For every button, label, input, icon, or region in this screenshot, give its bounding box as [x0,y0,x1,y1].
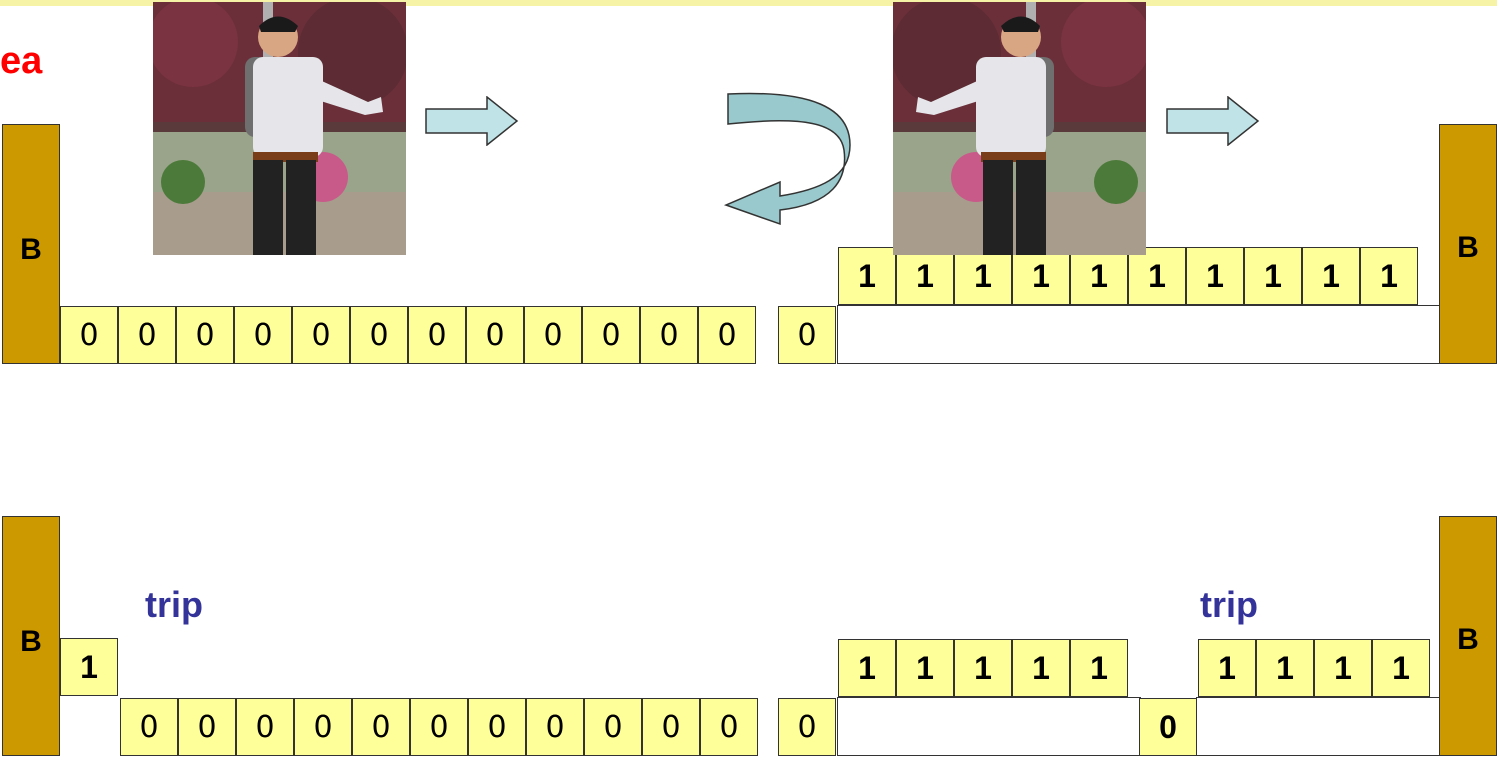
one-cell: 1 [60,638,118,696]
zero-cell: 0 [176,306,234,364]
one-cell: 1 [1012,639,1070,697]
one-cell: 1 [1314,639,1372,697]
zero-cell: 0 [700,698,758,756]
zero-cell: 0 [120,698,178,756]
zero-cell: 0 [584,698,642,756]
trip-label-left: trip [145,584,203,625]
one-cell: 1 [1256,639,1314,697]
zero-cell: 0 [292,306,350,364]
trip-label-right: trip [1200,584,1258,625]
zero-cell: 0 [294,698,352,756]
one-cell: 1 [1186,247,1244,305]
zero-cell: 0 [582,306,640,364]
zero-cell: 0 [778,698,836,756]
left-wall-bottom: B [2,516,60,756]
zero-cell: 0 [640,306,698,364]
zero-cell: 0 [352,698,410,756]
zero-cell: 0 [778,306,836,364]
one-cell: 1 [1070,639,1128,697]
one-cell: 1 [954,639,1012,697]
zero-cell: 0 [236,698,294,756]
one-cell: 1 [1198,639,1256,697]
one-cell: 1 [1070,247,1128,305]
one-cell: 1 [838,247,896,305]
zero-cell-gap: 0 [1139,698,1197,756]
empty-ground-band-bottom-left [837,697,1141,756]
right-arrow-icon [425,96,519,146]
one-cell: 1 [1012,247,1070,305]
one-cell: 1 [1244,247,1302,305]
empty-ground-band-bottom-right [1196,697,1440,756]
zero-cell: 0 [468,698,526,756]
zero-cell: 0 [350,306,408,364]
walking-person-photo-right [153,2,406,255]
one-cell: 1 [1302,247,1360,305]
wall-label: B [20,625,42,658]
u-turn-arrow-icon [723,92,851,226]
top-border-line [0,0,1497,6]
zero-cell: 0 [698,306,756,364]
one-cell: 1 [1372,639,1430,697]
walking-person-photo-left [893,2,1146,255]
wall-label: B [1457,623,1479,656]
empty-ground-band-top [837,305,1440,364]
one-cell: 1 [896,247,954,305]
left-wall-top: B [2,124,60,364]
zero-cell: 0 [642,698,700,756]
right-wall-bottom: B [1439,516,1497,756]
one-cell: 1 [1128,247,1186,305]
one-cell: 1 [838,639,896,697]
zero-cell: 0 [234,306,292,364]
slide-heading-fragment: ea [0,40,43,82]
one-cell: 1 [1360,247,1418,305]
wall-label: B [20,233,42,266]
zero-cell: 0 [526,698,584,756]
wall-label: B [1457,231,1479,264]
one-cell: 1 [954,247,1012,305]
zero-cell: 0 [408,306,466,364]
one-cell: 1 [896,639,954,697]
zero-cell: 0 [60,306,118,364]
right-arrow-icon [1166,96,1260,146]
zero-cell: 0 [178,698,236,756]
zero-cell: 0 [466,306,524,364]
right-wall-top: B [1439,124,1497,364]
zero-cell: 0 [118,306,176,364]
zero-cell: 0 [524,306,582,364]
zero-cell: 0 [410,698,468,756]
